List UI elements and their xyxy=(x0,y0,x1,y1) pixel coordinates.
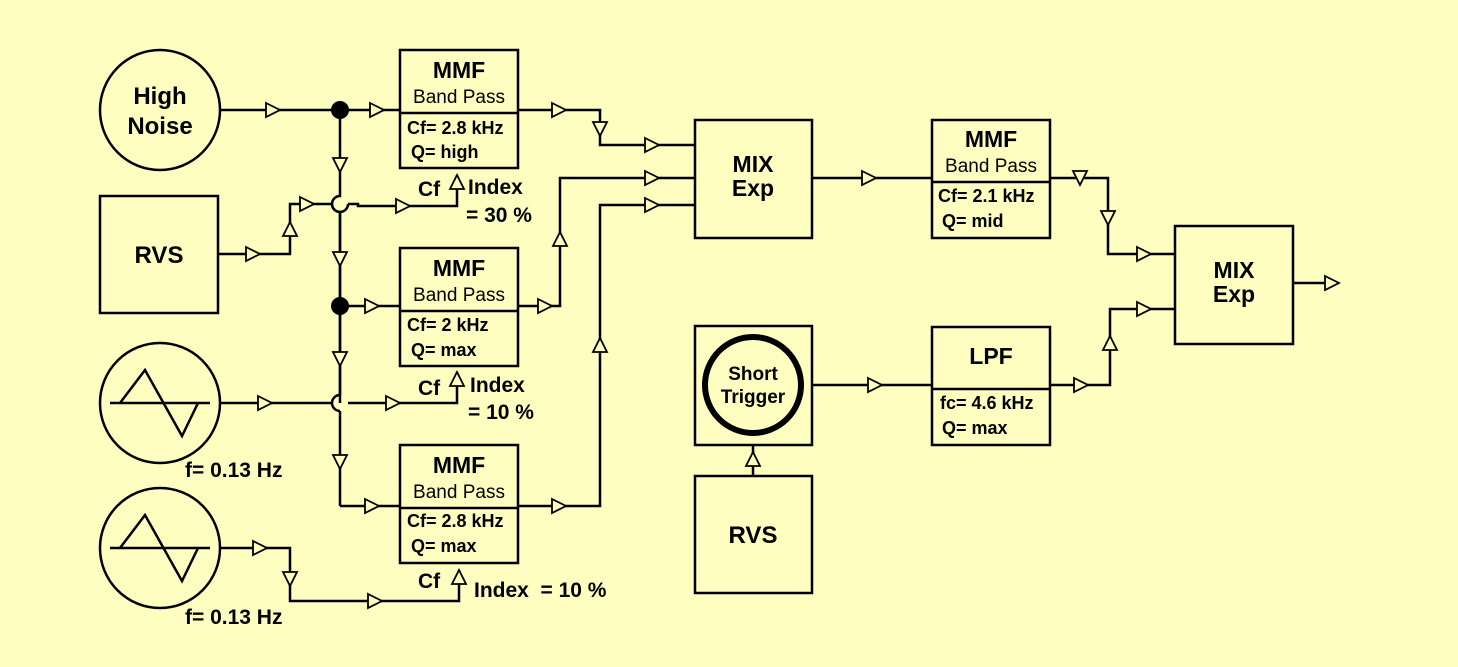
arrowheads xyxy=(245,101,1342,610)
filter3-title: MMF xyxy=(433,452,485,478)
mix-exp-2 xyxy=(1173,224,1295,346)
high-noise-source xyxy=(98,48,222,172)
rvs-left-label: RVS xyxy=(135,242,184,269)
filter2-index-line1: Index xyxy=(470,374,525,397)
filter2-title: MMF xyxy=(433,255,485,281)
filter1-cf-label: Cf xyxy=(418,178,441,201)
mix2-line2: Exp xyxy=(1213,281,1255,307)
osc1-frequency: f= 0.13 Hz xyxy=(185,459,282,482)
filter3-index: Index = 10 % xyxy=(474,579,607,602)
noise-label-line2: Noise xyxy=(127,113,192,140)
trigger-line1: Short xyxy=(728,364,778,385)
filter3-subtitle: Band Pass xyxy=(413,482,505,503)
mix1-line2: Exp xyxy=(732,175,774,201)
sawtooth-wave-icon xyxy=(110,512,210,584)
filter3-param2: Q= max xyxy=(411,536,477,556)
trigger-ring xyxy=(702,334,804,436)
mix1-line1: MIX xyxy=(733,151,775,177)
filter2-subtitle: Band Pass xyxy=(413,285,505,306)
filter1-param2: Q= high xyxy=(411,142,479,162)
lpf-param1: fc= 4.6 kHz xyxy=(940,393,1034,413)
filter4-param2: Q= mid xyxy=(942,211,1004,231)
trigger-line2: Trigger xyxy=(721,387,786,408)
filter3-cf-label: Cf xyxy=(418,570,441,593)
filter4-title: MMF xyxy=(965,126,1017,152)
filter2-param2: Q= max xyxy=(411,340,477,360)
mix2-line1: MIX xyxy=(1214,257,1256,283)
filter2-index-line2: = 10 % xyxy=(468,401,534,424)
filter2-cf-label: Cf xyxy=(418,377,441,400)
filter1-index-line1: Index xyxy=(468,176,523,199)
filter4-subtitle: Band Pass xyxy=(945,156,1037,177)
junction-dot xyxy=(331,101,349,119)
filter4-param1: Cf= 2.1 kHz xyxy=(938,186,1035,206)
sawtooth-wave-icon xyxy=(110,367,210,439)
filter1-subtitle: Band Pass xyxy=(413,87,505,108)
osc2-frequency: f= 0.13 Hz xyxy=(185,606,282,629)
lpf-title: LPF xyxy=(969,343,1012,369)
mmf-filter-3 xyxy=(398,443,520,565)
filter1-param1: Cf= 2.8 kHz xyxy=(407,118,504,138)
filter3-param1: Cf= 2.8 kHz xyxy=(407,511,504,531)
filter2-param1: Cf= 2 kHz xyxy=(407,315,489,335)
filter1-title: MMF xyxy=(433,57,485,83)
lpf-param2: Q= max xyxy=(942,418,1008,438)
filter1-index-line2: = 30 % xyxy=(466,204,532,227)
noise-label-line1: High xyxy=(133,83,186,110)
rvs-bottom-label: RVS xyxy=(729,522,778,549)
trigger-box xyxy=(693,324,814,447)
junction-dot xyxy=(331,297,349,315)
